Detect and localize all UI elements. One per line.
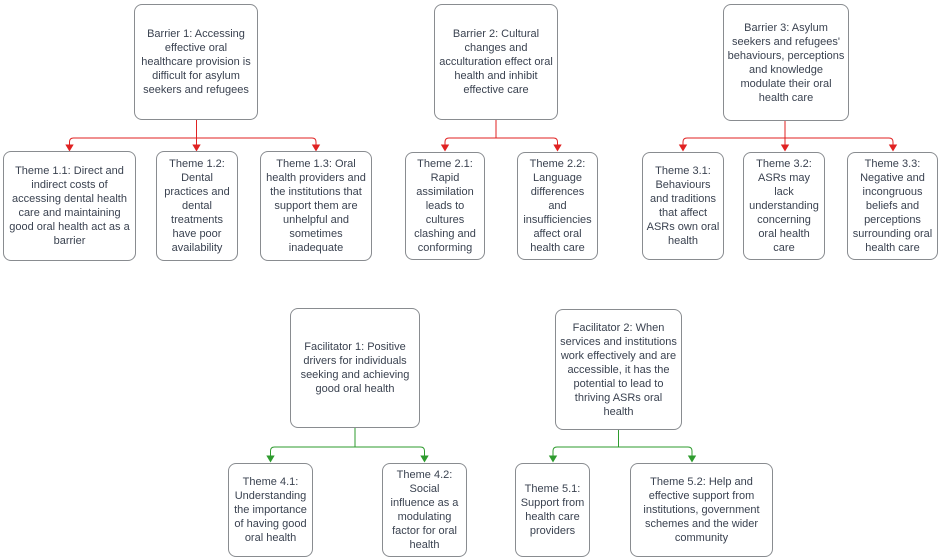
node-label: Theme 4.1: Understanding the importance … (234, 476, 307, 544)
connector-facilitator-2 (548, 430, 697, 463)
node-label: Theme 2.1: Rapid assimilation leads to c… (414, 158, 476, 254)
node-theme-3-2: Theme 3.2: ASRs may lack understanding c… (743, 152, 825, 260)
arrow-down-icon (678, 144, 688, 152)
node-label: Facilitator 2: When services and institu… (560, 321, 677, 418)
node-barrier-1: Barrier 1: Accessing effective oral heal… (134, 4, 258, 120)
node-theme-5-2: Theme 5.2: Help and effective support fr… (630, 463, 773, 557)
node-theme-5-1: Theme 5.1: Support from health care prov… (515, 463, 590, 557)
node-theme-2-2: Theme 2.2: Language differences and insu… (517, 152, 598, 260)
node-theme-4-2: Theme 4.2: Social influence as a modulat… (382, 463, 467, 557)
node-label: Theme 5.2: Help and effective support fr… (643, 476, 760, 544)
node-label: Barrier 1: Accessing effective oral heal… (141, 28, 251, 96)
arrow-down-icon (780, 144, 790, 152)
arrow-down-icon (888, 144, 898, 152)
arrow-down-icon (311, 144, 321, 152)
arrow-down-icon (266, 455, 275, 463)
connector-barrier-2 (440, 120, 562, 152)
arrow-down-icon (420, 455, 429, 463)
node-label: Theme 3.1: Behaviours and traditions tha… (646, 165, 720, 247)
node-theme-2-1: Theme 2.1: Rapid assimilation leads to c… (405, 152, 485, 260)
node-label: Theme 2.2: Language differences and insu… (523, 158, 592, 254)
node-label: Theme 3.3: Negative and incongruous beli… (852, 158, 933, 254)
node-barrier-2: Barrier 2: Cultural changes and accultur… (434, 4, 558, 120)
arrow-down-icon (687, 455, 697, 463)
node-theme-1-2: Theme 1.2: Dental practices and dental t… (156, 151, 238, 261)
arrow-down-icon (548, 455, 558, 463)
node-label: Barrier 3: Asylum seekers and refugees' … (727, 21, 845, 104)
node-facilitator-2: Facilitator 2: When services and institu… (555, 309, 682, 430)
node-theme-3-1: Theme 3.1: Behaviours and traditions tha… (642, 152, 724, 260)
node-label: Barrier 2: Cultural changes and accultur… (439, 28, 553, 96)
node-theme-3-3: Theme 3.3: Negative and incongruous beli… (847, 152, 938, 260)
node-theme-1-1: Theme 1.1: Direct and indirect costs of … (3, 151, 136, 261)
connector-facilitator-1 (266, 428, 429, 463)
node-theme-1-3: Theme 1.3: Oral health providers and the… (260, 151, 372, 261)
arrow-down-icon (65, 144, 74, 152)
arrow-down-icon (553, 144, 562, 152)
node-label: Facilitator 1: Positive drivers for indi… (300, 341, 410, 395)
node-barrier-3: Barrier 3: Asylum seekers and refugees' … (723, 4, 849, 121)
connector-barrier-3 (678, 121, 898, 152)
connector-barrier-1 (65, 120, 321, 152)
arrow-down-icon (440, 144, 450, 152)
node-label: Theme 1.1: Direct and indirect costs of … (9, 165, 130, 247)
node-label: Theme 5.1: Support from health care prov… (520, 483, 585, 537)
node-label: Theme 4.2: Social influence as a modulat… (390, 469, 459, 551)
node-label: Theme 1.3: Oral health providers and the… (266, 158, 366, 254)
arrow-down-icon (192, 144, 201, 152)
node-label: Theme 3.2: ASRs may lack understanding c… (749, 158, 819, 254)
node-theme-4-1: Theme 4.1: Understanding the importance … (228, 463, 313, 557)
node-facilitator-1: Facilitator 1: Positive drivers for indi… (290, 308, 420, 428)
node-label: Theme 1.2: Dental practices and dental t… (164, 158, 230, 254)
